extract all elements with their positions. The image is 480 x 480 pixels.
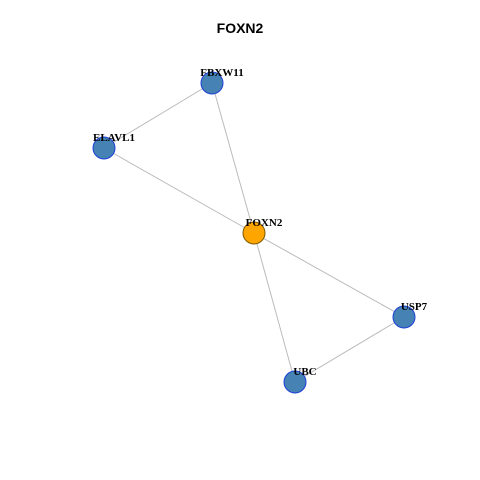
node-circle <box>92 136 116 160</box>
node-label: UBC <box>293 366 316 378</box>
edge-elavl1-foxn2 <box>103 147 255 234</box>
edge-fbxw11-foxn2 <box>211 82 255 234</box>
node-circle <box>242 221 266 245</box>
edge-foxn2-ubc <box>253 232 296 383</box>
node-label: ELAVL1 <box>93 132 135 144</box>
edge-fbxw11-elavl1 <box>103 82 213 149</box>
edges-layer <box>103 82 405 383</box>
node-fbxw11: FBXW11 <box>200 67 244 95</box>
node-circle <box>283 370 307 394</box>
node-label: FOXN2 <box>246 217 283 229</box>
node-label: FBXW11 <box>200 67 243 79</box>
node-circle <box>392 305 416 329</box>
node-circle <box>200 71 224 95</box>
edge-usp7-ubc <box>294 316 405 383</box>
node-elavl1: ELAVL1 <box>92 132 135 160</box>
graph-title: FOXN2 <box>216 20 264 36</box>
node-ubc: UBC <box>283 366 317 394</box>
edge-foxn2-usp7 <box>253 232 405 318</box>
node-usp7: USP7 <box>392 301 428 329</box>
node-foxn2: FOXN2 <box>242 217 283 245</box>
node-label: USP7 <box>401 301 428 313</box>
